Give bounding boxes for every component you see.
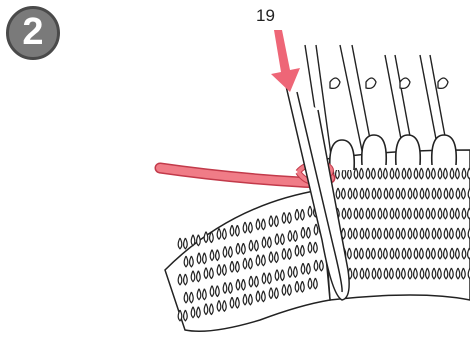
down-arrow-icon [271, 30, 300, 92]
knitted-fabric-left [165, 190, 330, 331]
knit-stitch [178, 238, 187, 249]
